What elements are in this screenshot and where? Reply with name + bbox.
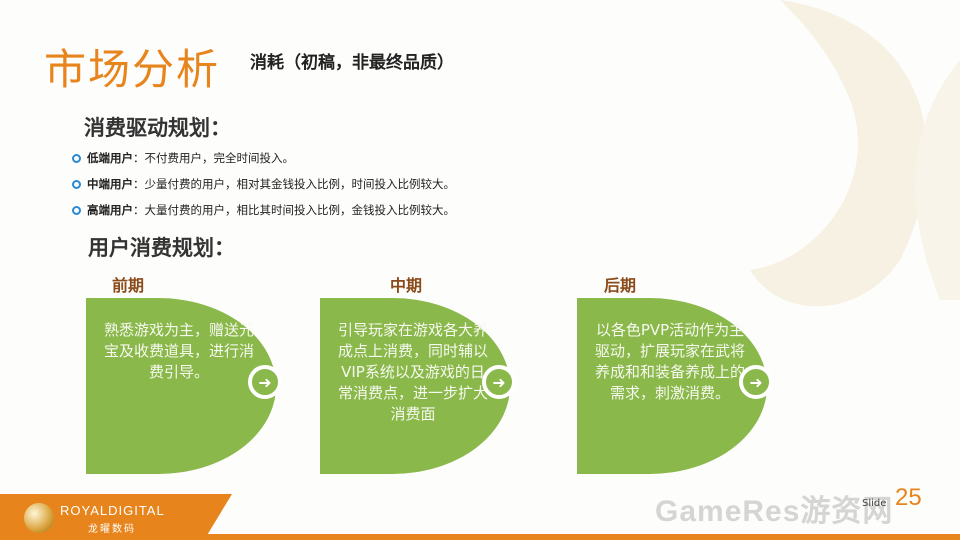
background-swirl-decoration (750, 0, 960, 307)
slide-number: 25 (895, 484, 922, 511)
page-title: 市场分析 (44, 45, 221, 94)
phase-label-middle: 中期 (390, 276, 423, 295)
section-heading-consumption-drivers: 消费驱动规划： (84, 116, 231, 140)
watermark: GameRes游资网 (655, 495, 894, 528)
phase-label-early: 前期 (112, 276, 145, 295)
ring-bullet-icon (72, 153, 81, 163)
user-tier-list: 低端用户 ：不付费用户，完全时间投入。 中端用户 ：少量付费的用户，相对其金钱投… (72, 145, 632, 223)
page-subtitle: 消耗（初稿，非最终品质） (250, 53, 454, 73)
phase-card-text: 引导玩家在游戏各大养成点上消费，同时辅以VIP系统以及游戏的日常消费点，进一步扩… (338, 321, 489, 423)
user-tier-description: ：少量付费的用户，相对其金钱投入比例，时间投入比例较大。 (133, 177, 455, 191)
logo-subtext: 龙曜数码 (88, 524, 136, 535)
section-heading-consumption-plan: 用户消费规划： (88, 236, 235, 260)
phase-label-late: 后期 (604, 276, 637, 295)
list-item: 中端用户 ：少量付费的用户，相对其金钱投入比例，时间投入比例较大。 (72, 171, 632, 197)
phase-card-middle: 引导玩家在游戏各大养成点上消费，同时辅以VIP系统以及游戏的日常消费点，进一步扩… (320, 298, 516, 474)
slide-word: Slide (862, 498, 887, 509)
user-tier-name: 低端用户 (87, 151, 133, 165)
user-tier-name: 中端用户 (87, 177, 133, 191)
arrow-right-icon[interactable]: ➜ (482, 365, 516, 399)
royaldigital-logo-icon (24, 503, 54, 533)
logo-text: ROYALDIGITAL (60, 503, 165, 518)
footer-bar (0, 534, 960, 540)
user-tier-name: 高端用户 (87, 203, 133, 217)
phase-card-text: 以各色PVP活动作为主驱动，扩展玩家在武将养成和和装备养成上的需求，刺激消费。 (595, 321, 746, 402)
phase-card-text: 熟悉游戏为主，赠送元宝及收费道具，进行消费引导。 (104, 321, 255, 381)
arrow-right-icon[interactable]: ➜ (248, 365, 282, 399)
list-item: 高端用户 ：大量付费的用户，相比其时间投入比例，金钱投入比例较大。 (72, 197, 632, 223)
ring-bullet-icon (72, 179, 81, 189)
user-tier-description: ：大量付费的用户，相比其时间投入比例，金钱投入比例较大。 (133, 203, 455, 217)
phase-card-late: 以各色PVP活动作为主驱动，扩展玩家在武将养成和和装备养成上的需求，刺激消费。 … (577, 298, 773, 474)
ring-bullet-icon (72, 205, 81, 215)
phase-card-early: 熟悉游戏为主，赠送元宝及收费道具，进行消费引导。 ➜ (86, 298, 282, 474)
list-item: 低端用户 ：不付费用户，完全时间投入。 (72, 145, 632, 171)
arrow-right-icon[interactable]: ➜ (739, 365, 773, 399)
user-tier-description: ：不付费用户，完全时间投入。 (133, 151, 294, 165)
